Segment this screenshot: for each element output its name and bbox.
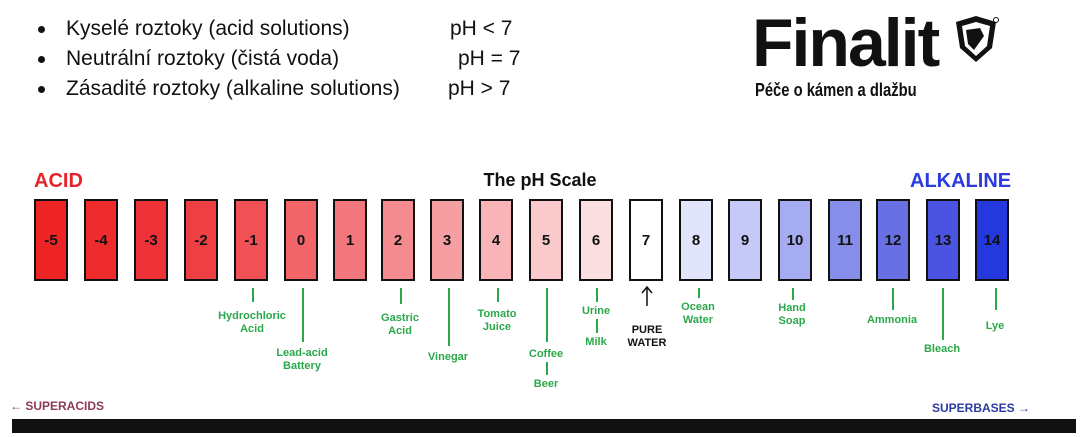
ph-box: 4 (479, 199, 513, 281)
bullet-text: Neutrální roztoky (čistá voda) (66, 47, 340, 70)
label-hand-soap: Hand Soap (778, 302, 806, 327)
label-lye: Lye (985, 320, 1005, 332)
ph-box: 2 (381, 199, 415, 281)
bullet-ph: pH = 7 (458, 47, 521, 70)
tick-gastric (400, 288, 402, 304)
logo-tagline: Péče o kámen a dlažbu (755, 80, 917, 100)
label-lead-acid-battery: Lead-acid Battery (276, 347, 328, 372)
ph-box: 9 (728, 199, 762, 281)
ph-box: 7 (629, 199, 663, 281)
tick-urine (596, 288, 598, 302)
ph-box: 8 (679, 199, 713, 281)
tick-bleach (942, 288, 944, 340)
bullet-text: Zásadité roztoky (alkaline solutions) (66, 77, 400, 100)
acid-label: ACID (34, 170, 83, 192)
label-coffee: Coffee (528, 348, 564, 360)
tick-hand-soap (792, 288, 794, 300)
label-ocean-water: Ocean Water (681, 301, 715, 326)
bullet-text: Kyselé roztoky (acid solutions) (66, 17, 350, 40)
alkaline-label: ALKALINE (910, 170, 1012, 192)
ph-box: 14 (975, 199, 1009, 281)
label-vinegar: Vinegar (427, 351, 469, 363)
finalit-logo: Finalit (752, 5, 999, 81)
tick-lye (995, 288, 997, 310)
label-urine: Urine (581, 305, 611, 317)
label-bleach: Bleach (923, 343, 961, 355)
tick-vinegar (448, 288, 450, 346)
ph-box: 0 (284, 199, 318, 281)
tick-beer (546, 362, 548, 375)
superacids-label: ← SUPERACIDS (10, 399, 105, 413)
tick-tomato (497, 288, 499, 302)
superbases-label: SUPERBASES → (932, 401, 1031, 415)
ph-box: -4 (84, 199, 118, 281)
label-beer: Beer (533, 378, 559, 390)
ph-box: -2 (184, 199, 218, 281)
tick-ocean (698, 288, 700, 298)
bullet-dot (38, 56, 45, 63)
shield-icon (956, 16, 999, 62)
tick-lead-acid (302, 288, 304, 342)
label-pure-water: PURE WATER (627, 324, 667, 349)
ph-scale-title: The pH Scale (483, 170, 597, 190)
arrow-up-icon (641, 286, 653, 306)
ph-box: 10 (778, 199, 812, 281)
ph-box: -1 (234, 199, 268, 281)
logo-wordmark: Finalit (752, 5, 940, 81)
bullet-ph: pH < 7 (450, 17, 513, 40)
ph-box: -5 (34, 199, 68, 281)
ph-box: 11 (828, 199, 862, 281)
ph-box: 1 (333, 199, 367, 281)
tick-milk (596, 319, 598, 333)
label-ammonia: Ammonia (866, 314, 918, 326)
ph-box: 6 (579, 199, 613, 281)
bullet-dot (38, 86, 45, 93)
ph-box: 3 (430, 199, 464, 281)
tick-coffee (546, 288, 548, 342)
label-tomato-juice: Tomato Juice (477, 308, 517, 333)
ph-box: 12 (876, 199, 910, 281)
label-gastric-acid: Gastric Acid (381, 312, 419, 337)
bullet-ph: pH > 7 (448, 77, 511, 100)
tick-ammonia (892, 288, 894, 310)
label-hydrochloric-acid: Hydrochloric Acid (218, 310, 286, 335)
label-milk: Milk (585, 336, 607, 348)
ph-box: 13 (926, 199, 960, 281)
bullet-dot (38, 26, 45, 33)
ph-box: 5 (529, 199, 563, 281)
bottom-bar (12, 419, 1076, 433)
tick-hydrochloric (252, 288, 254, 302)
ph-box: -3 (134, 199, 168, 281)
